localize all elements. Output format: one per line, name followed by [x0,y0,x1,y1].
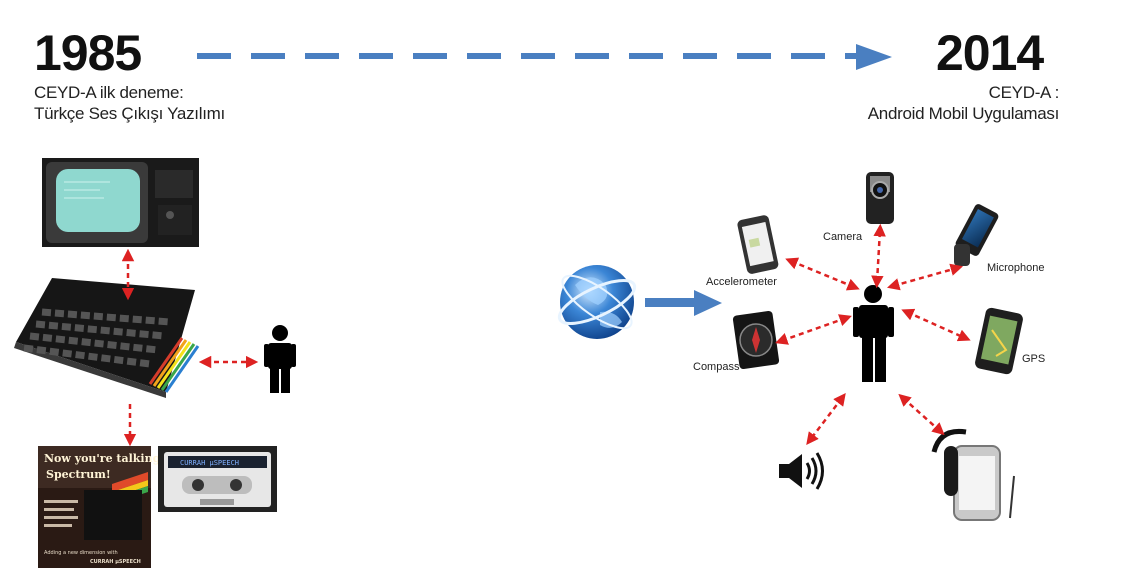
poster-line2: Spectrum! [46,468,111,481]
compass-icon [732,310,780,370]
end-caption-line1: CEYD-A : [988,83,1060,102]
speaker-icon [779,452,824,490]
compass-label: Compass [693,361,740,373]
currah-poster-image: Now you're talking, Spectrum! Adding a n… [38,446,164,568]
cassette-image: CURRAH µSPEECH [158,446,277,512]
gps-icon [975,307,1023,375]
microphone-icon [954,204,999,266]
person-icon-left [264,325,296,393]
accelerometer-icon [737,215,779,274]
poster-footer2: CURRAH µSPEECH [90,559,141,565]
poster-line1: Now you're talking, [44,452,164,465]
left-connectors [121,248,259,447]
start-caption-line2: Türkçe Ses Çıkışı Yazılımı [34,104,225,123]
tv-monitor-image [42,158,199,247]
camera-icon [866,172,894,224]
rainbow-stripe [148,337,200,393]
gps-label: GPS [1022,353,1045,365]
start-caption: CEYD-A ilk deneme: Türkçe Ses Çıkışı Yaz… [34,82,225,124]
start-year: 1985 [34,25,142,81]
internet-arrow [645,290,722,316]
start-caption-line1: CEYD-A ilk deneme: [34,83,184,102]
end-year: 2014 [936,25,1044,81]
timeline-arrow [197,44,892,70]
camera-label: Camera [823,231,863,243]
person-icon-center [853,285,894,382]
poster-footer1: Adding a new dimension with [44,550,118,556]
end-caption: CEYD-A : Android Mobil Uygulaması [820,82,1060,124]
cassette-label: CURRAH µSPEECH [180,459,239,467]
microphone-label: Microphone [987,262,1044,274]
accelerometer-label: Accelerometer [706,276,777,288]
right-connectors [775,223,971,445]
globe-icon [557,265,637,339]
zx-spectrum-image [14,278,200,398]
keyboard-keys [23,308,171,368]
headset-tablet-icon [931,428,1015,521]
end-caption-line2: Android Mobil Uygulaması [867,104,1060,123]
